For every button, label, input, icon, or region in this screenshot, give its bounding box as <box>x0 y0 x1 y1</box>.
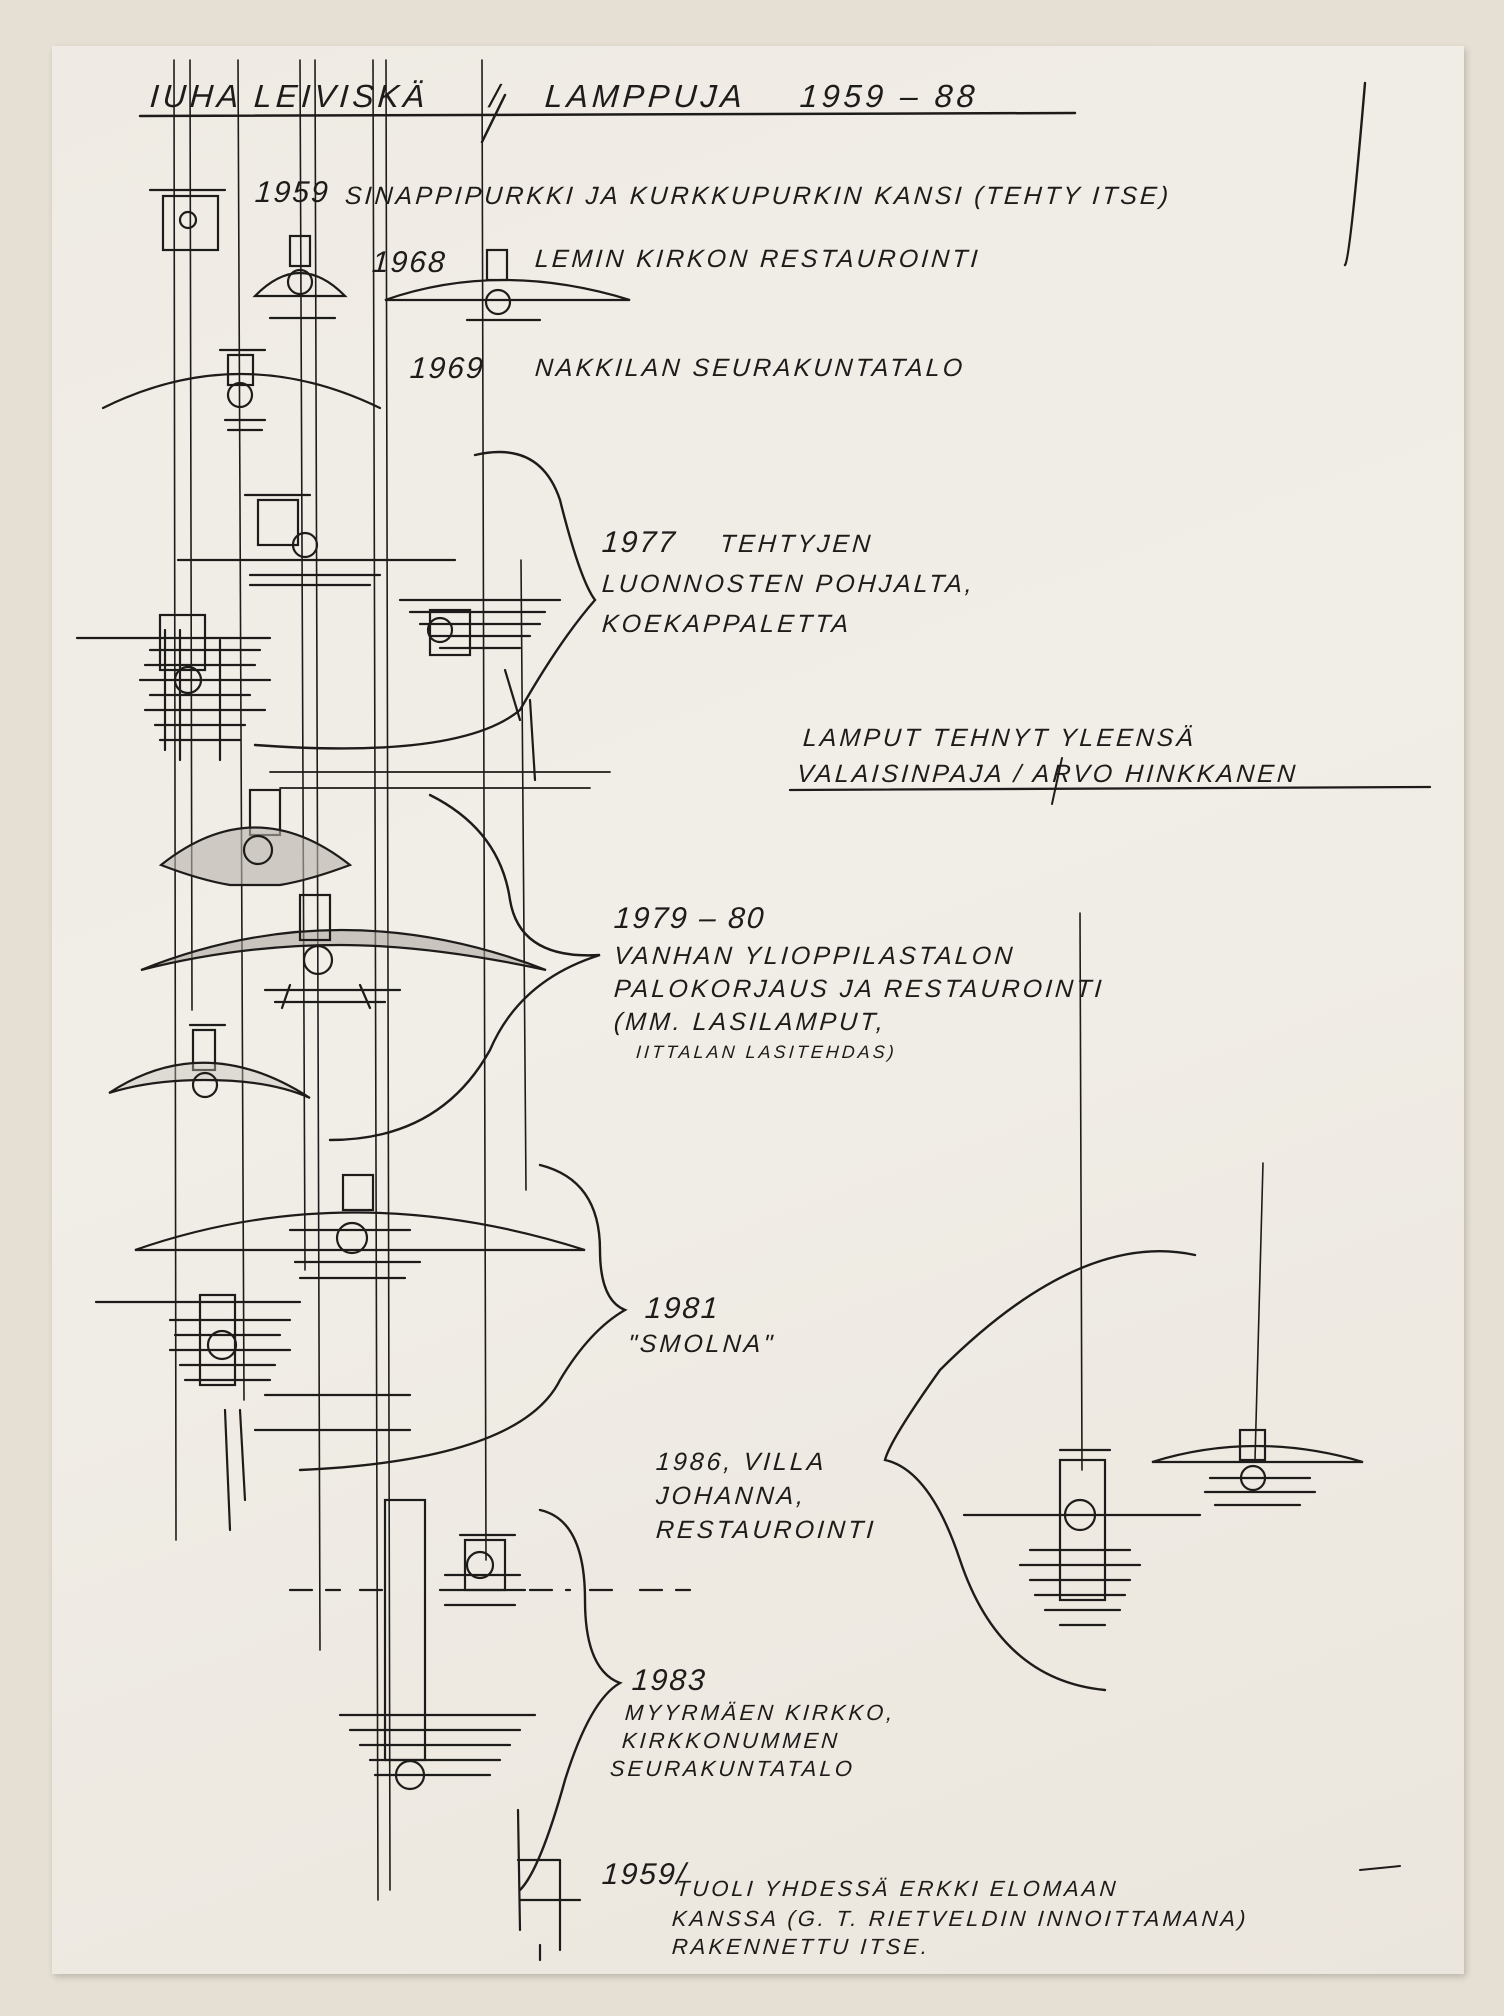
entry-line: LEMIN KIRKON RESTAUROINTI <box>534 245 982 273</box>
entry-year: 1968 <box>370 246 448 279</box>
entry-year: 1981 <box>643 1292 721 1325</box>
entry-line: LUONNOSTEN POHJALTA, <box>601 570 977 598</box>
lamp-1986-tall <box>962 1448 1202 1627</box>
entry-year: 1986, VILLA <box>655 1448 828 1476</box>
entry-year: 1969 <box>408 352 486 385</box>
lamp-1969-dome <box>101 348 382 432</box>
lamp-1977-a <box>176 493 457 587</box>
brace-1983 <box>518 1508 623 1892</box>
entry-line: VANHAN YLIOPPILASTALON <box>613 942 1017 970</box>
brace-1981 <box>298 1163 628 1472</box>
entry-line: "SMOLNA" <box>627 1330 777 1358</box>
entry-line: RESTAUROINTI <box>655 1516 878 1544</box>
crossbars <box>269 771 611 789</box>
lamp-1981-smolna <box>134 1173 586 1280</box>
lamp-1979-small-dome <box>108 1023 311 1100</box>
brace-1986 <box>883 1250 1197 1692</box>
note-line: LAMPUT TEHNYT YLEENSÄ <box>802 724 1198 752</box>
entry-line: TEHTYJEN <box>719 530 875 558</box>
brace-1977 <box>253 450 597 750</box>
lamp-1977-b <box>398 598 562 782</box>
entry-year: 1983 <box>630 1664 708 1697</box>
stray-mark <box>1359 1865 1401 1871</box>
entry-line: SINAPPIPURKKI JA KURKKUPURKIN KANSI (TEH… <box>344 182 1173 210</box>
lamp-1977-stack <box>75 613 272 762</box>
lamp-1979-shaded-dome <box>158 788 353 887</box>
entry-line: KANSSA (G. T. RIETVELDIN INNOITTAMANA) <box>671 1906 1250 1931</box>
note-line: VALAISINPAJA / ARVO HINKKANEN <box>796 760 1300 788</box>
lamp-1979-large-glass <box>140 893 547 1010</box>
title-years: 1959 – 88 <box>798 78 980 114</box>
lamp-1968-small-dome <box>252 234 348 320</box>
title-separator: / <box>488 78 505 114</box>
lamp-1981-stack <box>94 1293 412 1532</box>
annotation-braces <box>253 81 1367 1892</box>
title-subject: LAMPPUJA <box>543 78 748 114</box>
entry-line: MYYRMÄEN KIRKKO, <box>624 1700 897 1725</box>
lamp-1983-b <box>338 1498 537 1791</box>
entry-line: KIRKKONUMMEN <box>621 1728 842 1753</box>
lamp-1959-jar <box>148 188 227 252</box>
lamp-1968-wide-dome <box>384 248 631 322</box>
entry-line: (MM. LASILAMPUT, <box>613 1008 888 1036</box>
entry-line: RAKENNETTU ITSE. <box>671 1934 932 1959</box>
lamp-1986-small <box>1151 1428 1364 1507</box>
entry-year: 1977 <box>600 526 678 559</box>
entry-year: 1979 – 80 <box>612 902 767 935</box>
entry-line: IITTALAN LASITEHDAS) <box>635 1042 898 1062</box>
title-slash <box>480 93 507 144</box>
entry-line: JOHANNA, <box>655 1482 808 1510</box>
brace-1979 <box>328 793 601 1142</box>
entry-line: NAKKILAN SEURAKUNTATALO <box>534 354 967 382</box>
entry-line: KOEKAPPALETTA <box>601 610 853 638</box>
lamp-1983-a <box>288 1533 692 1607</box>
note-underline <box>788 785 1432 792</box>
entry-year: 1959 <box>253 176 331 209</box>
entry-line: TUOLI YHDESSÄ ERKKI ELOMAAN <box>675 1876 1120 1901</box>
title-underline <box>138 111 1077 118</box>
entry-line: PALOKORJAUS JA RESTAUROINTI <box>613 975 1106 1003</box>
title-author: IUHA LEIVISKÄ <box>148 78 430 114</box>
suspension-cords <box>173 59 1264 1901</box>
brace-1959-paren <box>1343 81 1367 267</box>
note-slash <box>1051 757 1063 805</box>
entry-line: SEURAKUNTATALO <box>609 1756 856 1781</box>
sketch-sheet <box>52 46 1464 1974</box>
